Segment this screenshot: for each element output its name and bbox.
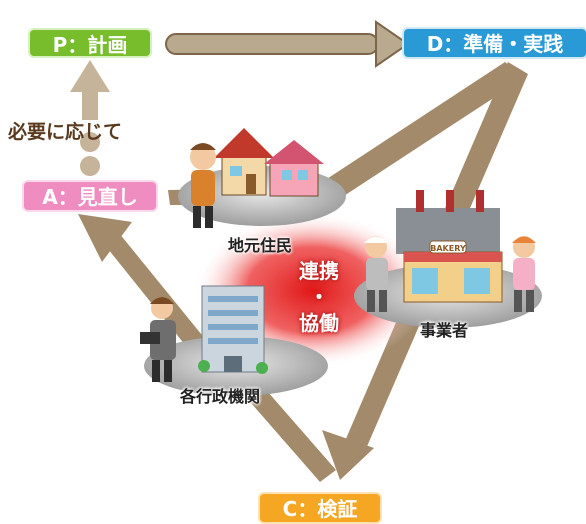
businesses-caption: 事業者 <box>420 321 469 340</box>
plan-label: P：計画 <box>28 28 152 58</box>
act-label: A：見直し <box>22 180 158 212</box>
government-illustration <box>140 285 328 396</box>
arrow-do-to-residents <box>310 62 524 205</box>
business-illustration: BAKERY <box>354 190 542 328</box>
collaboration-label: 連携 ・ 協働 <box>284 258 354 336</box>
collaboration-line1: 連携 <box>299 259 339 283</box>
residents-caption: 地元住民 <box>228 236 293 255</box>
government-caption: 各行政機関 <box>180 387 261 406</box>
arrow-plan-to-do <box>165 20 410 68</box>
residents-illustration <box>178 128 346 228</box>
collaboration-line3: 協働 <box>299 311 339 335</box>
arrow-act-to-plan <box>70 60 110 176</box>
as-needed-label: 必要に応じて <box>8 121 123 143</box>
bakery-sign: BAKERY <box>430 244 466 253</box>
do-label: D：準備・実践 <box>402 27 586 59</box>
collaboration-line2: ・ <box>309 285 329 309</box>
check-label: C：検証 <box>258 492 382 524</box>
